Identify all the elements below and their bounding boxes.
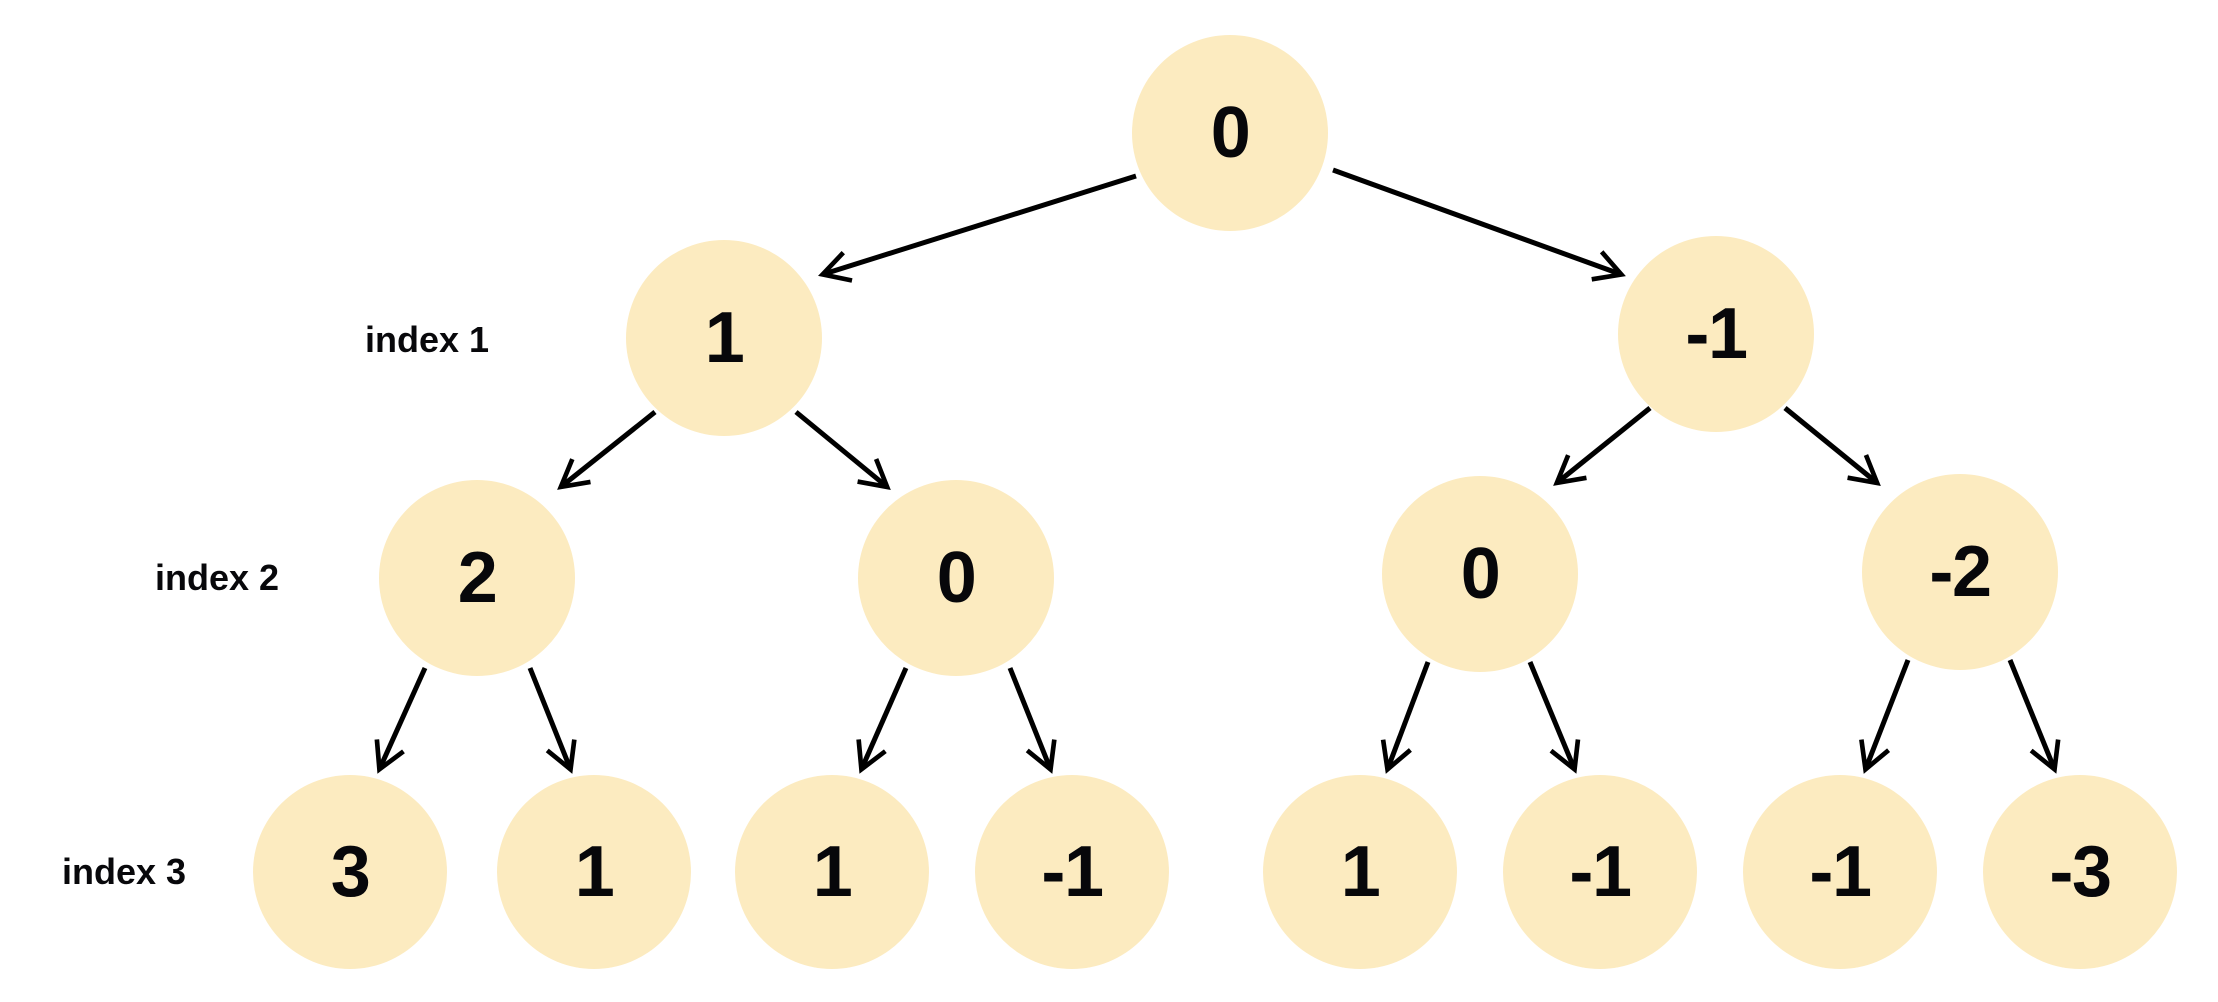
tree-node[interactable]: -1	[1743, 775, 1937, 969]
tree-node-value: -1	[1569, 832, 1632, 912]
tree-node[interactable]: 2	[379, 480, 575, 676]
tree-node-value: -1	[1041, 832, 1104, 912]
tree-node[interactable]: -1	[1618, 236, 1814, 432]
tree-node-value: 1	[574, 832, 615, 912]
tree-node-value: 0	[1210, 93, 1251, 173]
tree-node[interactable]: 1	[497, 775, 691, 969]
tree-node-value: 2	[457, 538, 498, 618]
tree-edge-arrow	[1332, 167, 1626, 282]
tree-node-value: -2	[1929, 532, 1992, 612]
tree-node[interactable]: 0	[1382, 476, 1578, 672]
tree-node[interactable]: -2	[1862, 474, 2058, 670]
tree-node[interactable]: -1	[1503, 775, 1697, 969]
tree-node-value: 1	[704, 298, 745, 378]
tree-edge-arrow	[1553, 406, 1652, 486]
tree-node-value: 0	[936, 538, 977, 618]
tree-node[interactable]: 1	[735, 775, 929, 969]
tree-node-value: -3	[2049, 832, 2112, 912]
tree-node[interactable]: -1	[975, 775, 1169, 969]
tree-node[interactable]: 1	[1263, 775, 1457, 969]
tree-node-value: 1	[812, 832, 853, 912]
tree-node-value: 0	[1460, 534, 1501, 614]
row-label-index-2: index 2	[155, 557, 280, 598]
tree-node[interactable]: 3	[253, 775, 447, 969]
tree-edge-arrow	[374, 666, 428, 774]
tree-edge-arrow	[1783, 406, 1881, 486]
tree-node-value: 1	[1340, 832, 1381, 912]
row-label-index-1: index 1	[365, 319, 490, 360]
tree-node-value: -1	[1809, 832, 1872, 912]
tree-edge-arrow	[1380, 661, 1431, 774]
tree-edge-arrow	[1007, 667, 1057, 774]
tree-edge-arrow	[794, 410, 891, 490]
tree-edge-arrow	[2007, 659, 2061, 774]
tree-edge-arrow	[1859, 659, 1911, 774]
tree-edge-arrow	[818, 173, 1137, 283]
tree-node-value: 3	[330, 832, 371, 912]
tree-edge-arrow	[557, 410, 657, 490]
tree-node[interactable]: 0	[1132, 35, 1328, 231]
tree-node-value: -1	[1685, 294, 1748, 374]
tree-node[interactable]: 0	[858, 480, 1054, 676]
row-label-index-3: index 3	[62, 851, 187, 892]
tree-node[interactable]: 1	[626, 240, 822, 436]
tree-node[interactable]: -3	[1983, 775, 2177, 969]
tree-edge-arrow	[527, 667, 577, 774]
tree-edge-arrow	[1527, 661, 1581, 774]
tree-edge-arrow	[856, 666, 909, 774]
